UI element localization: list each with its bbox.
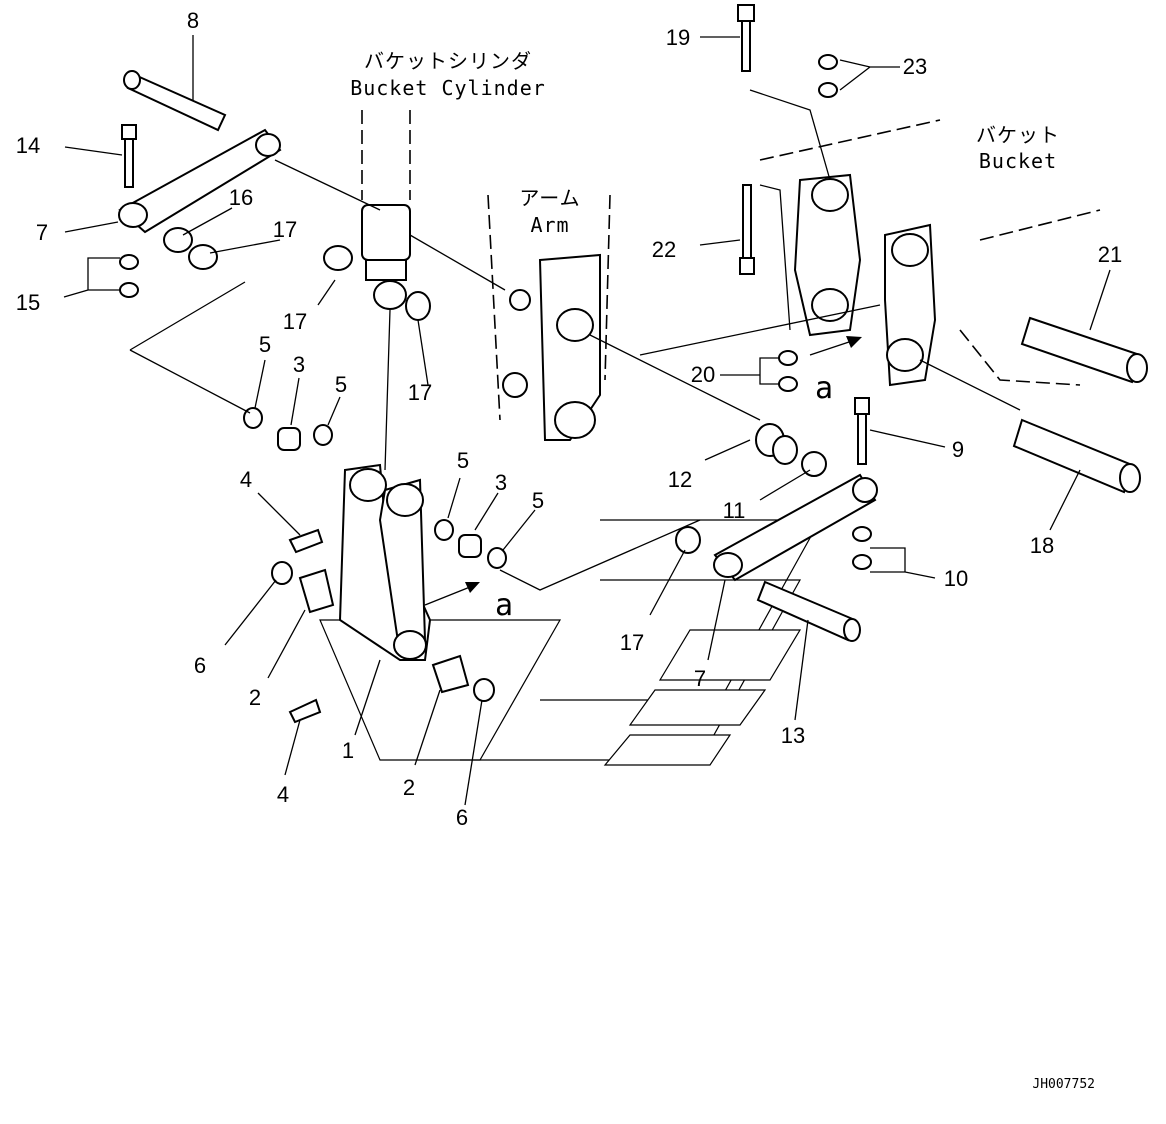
view-arrows [424, 336, 862, 606]
link-1 [338, 463, 432, 661]
background-logo [319, 519, 822, 766]
part-label-18: 18 [1030, 533, 1054, 558]
part-label-2: 2 [249, 685, 261, 710]
part-label-9: 9 [952, 437, 964, 462]
part-label-6: 6 [456, 805, 468, 830]
part-label-23: 23 [903, 54, 927, 79]
part-label-17: 17 [283, 309, 307, 334]
part-label-4: 4 [240, 467, 252, 492]
part-label-5: 5 [335, 372, 347, 397]
part-label-22: 22 [652, 237, 676, 262]
bucket [759, 119, 1101, 387]
part-label-8: 8 [187, 8, 199, 33]
bushings-seals [243, 407, 507, 724]
part-label-6: 6 [194, 653, 206, 678]
part-label-12: 12 [668, 467, 692, 492]
part-label-16: 16 [229, 185, 253, 210]
part-label-21: 21 [1098, 242, 1122, 267]
link-7-upper [118, 70, 282, 234]
bolt-14 [121, 124, 137, 188]
part-label-5: 5 [457, 448, 469, 473]
view-marker-a-right: a [815, 371, 834, 406]
leader-lines [63, 35, 1111, 806]
part-label-13: 13 [781, 723, 805, 748]
part-label-4: 4 [277, 782, 289, 807]
bucket-label-en: Bucket [979, 149, 1057, 173]
part-label-17: 17 [620, 630, 644, 655]
arm [487, 194, 611, 441]
part-label-19: 19 [666, 25, 690, 50]
part-label-5: 5 [532, 488, 544, 513]
part-label-7: 7 [36, 220, 48, 245]
part-label-11: 11 [723, 498, 746, 523]
arm-label-en: Arm [530, 213, 569, 237]
part-label-2: 2 [403, 775, 415, 800]
bucket-label-jp: バケット [976, 123, 1060, 147]
part-label-17: 17 [408, 380, 432, 405]
part-label-3: 3 [293, 352, 305, 377]
part-label-5: 5 [259, 332, 271, 357]
washers-nuts-left [119, 227, 431, 321]
bucket-cylinder [361, 110, 411, 310]
part-label-3: 3 [495, 470, 507, 495]
bucket-cylinder-label-jp: バケットシリンダ [364, 49, 532, 73]
part-label-10: 10 [944, 566, 968, 591]
view-marker-a-left: a [495, 588, 514, 623]
part-label-14: 14 [16, 133, 40, 158]
part-label-20: 20 [691, 362, 715, 387]
part-label-1: 1 [342, 738, 354, 763]
part-label-17: 17 [273, 217, 297, 242]
bucket-cylinder-label-en: Bucket Cylinder [350, 76, 546, 100]
part-number-labels: 8 14 7 16 17 15 17 17 5 3 5 4 5 3 5 6 2 … [16, 8, 1122, 830]
drawing-code: JH007752 [1032, 1077, 1095, 1092]
arm-label-jp: アーム [519, 186, 580, 210]
part-label-7: 7 [694, 666, 706, 691]
part-label-15: 15 [16, 290, 40, 315]
parts-right [675, 4, 1148, 642]
